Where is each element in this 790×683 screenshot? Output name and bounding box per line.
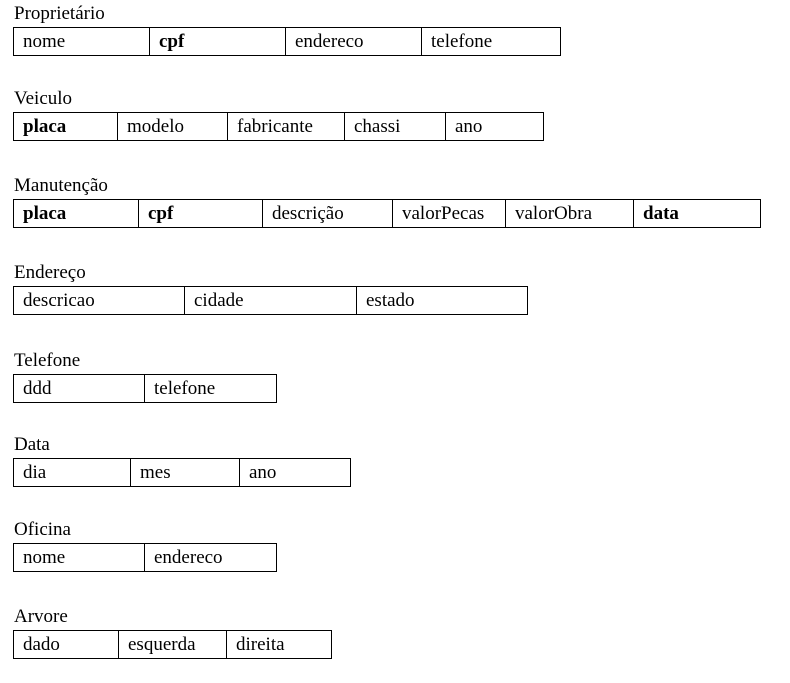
attribute-cell-endereco-descricao: descricao — [13, 286, 185, 315]
entity-title-oficina: Oficina — [14, 519, 71, 540]
attribute-row: nome endereco — [13, 543, 277, 572]
attribute-cell-manutencao-descrição: descrição — [262, 199, 393, 228]
attribute-cell-endereco-cidade: cidade — [184, 286, 357, 315]
attribute-table-oficina: nome endereco — [13, 543, 277, 572]
attribute-cell-data-ano: ano — [249, 462, 277, 483]
attribute-table-telefone: ddd telefone — [13, 374, 277, 403]
attribute-cell-telefone-telefone: telefone — [154, 378, 216, 399]
entity-title-telefone: Telefone — [14, 350, 81, 371]
attribute-cell-proprietario-nome: nome — [13, 27, 150, 56]
entity-title-endereco: Endereço — [14, 262, 86, 283]
attribute-cell-veiculo-chassi: chassi — [344, 112, 446, 141]
attribute-cell-proprietario-telefone: telefone — [431, 31, 493, 52]
entity-title-manutencao: Manutenção — [14, 175, 108, 196]
attribute-cell-arvore-direita: direita — [236, 634, 285, 655]
entity-title-data: Data — [14, 434, 50, 455]
attribute-cell-manutencao-placa: placa — [13, 199, 139, 228]
attribute-cell-proprietario-endereco: endereco — [285, 27, 422, 56]
attribute-cell-data-mes: mes — [130, 458, 240, 487]
attribute-cell-manutencao-valorPecas: valorPecas — [392, 199, 506, 228]
attribute-cell-proprietario-cpf: cpf — [149, 27, 286, 56]
attribute-cell-arvore-dado: dado — [13, 630, 119, 659]
entity-title-proprietario: Proprietário — [14, 3, 105, 24]
attribute-cell-data-dia: dia — [13, 458, 131, 487]
entity-title-veiculo: Veiculo — [14, 88, 73, 109]
entity-block-telefone: Telefone ddd telefone — [13, 350, 277, 403]
attribute-cell-telefone-ddd: ddd — [13, 374, 145, 403]
attribute-cell-endereco-estado: estado — [366, 290, 415, 311]
attribute-cell-oficina-endereco: endereco — [154, 547, 223, 568]
attribute-cell-veiculo-placa: placa — [13, 112, 118, 141]
attribute-cell-veiculo-modelo: modelo — [117, 112, 228, 141]
attribute-cell-manutencao-valorObra: valorObra — [505, 199, 634, 228]
attribute-cell-veiculo-ano: ano — [455, 116, 483, 137]
attribute-cell-manutencao-cpf: cpf — [138, 199, 263, 228]
attribute-cell-manutencao-data: data — [643, 203, 679, 224]
entity-block-oficina: Oficina nome endereco — [13, 519, 277, 572]
entity-title-arvore: Arvore — [14, 606, 68, 627]
attribute-cell-arvore-esquerda: esquerda — [118, 630, 227, 659]
attribute-cell-oficina-nome: nome — [13, 543, 145, 572]
attribute-cell-veiculo-fabricante: fabricante — [227, 112, 345, 141]
attribute-row: ddd telefone — [13, 374, 277, 403]
